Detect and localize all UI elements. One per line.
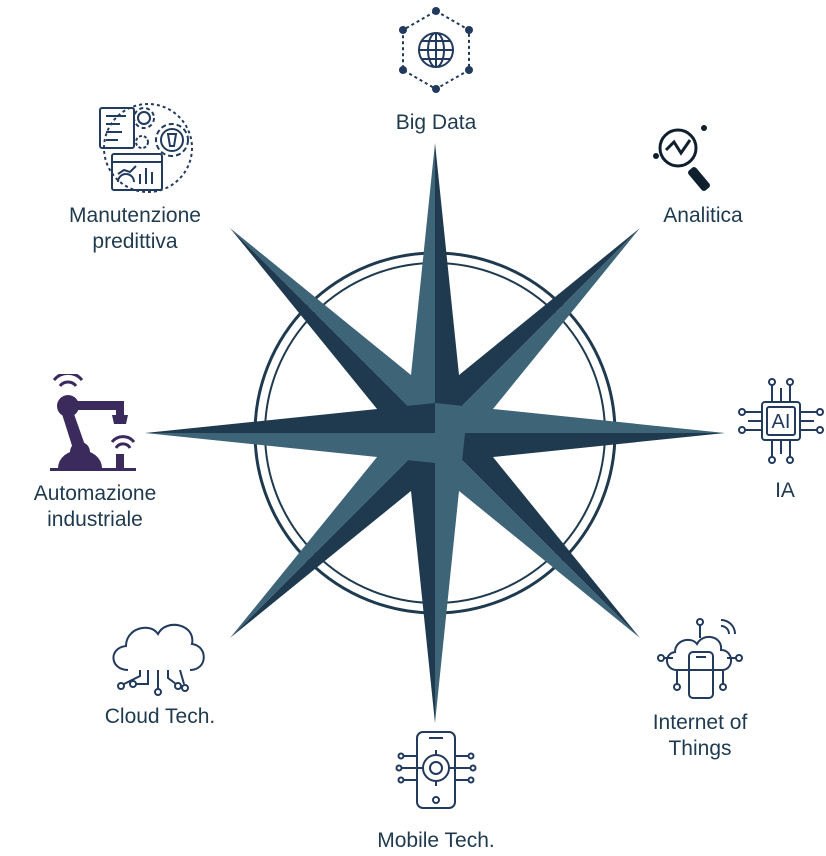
star-ray-ne-b — [413, 227, 641, 433]
star-ray-e-a — [435, 433, 725, 463]
compass-star — [145, 143, 725, 723]
star-ray-ne-a — [435, 227, 641, 455]
star-ray-s-a — [405, 433, 435, 723]
label-analitica-line-1: Analitica — [663, 204, 743, 227]
star-ray-se-a — [413, 433, 641, 639]
maintenance-dashboard-icon — [99, 103, 193, 193]
star-ray-w-a — [145, 403, 435, 433]
label-automazione-line-2: industriale — [47, 508, 143, 531]
ai-chip-icon: AI — [738, 378, 824, 464]
label-mobile-tech: Mobile Tech. — [356, 828, 516, 854]
star-ray-s-b — [435, 433, 465, 723]
label-iot-line-1: Internet of — [652, 711, 748, 734]
magnifier-chart-icon — [653, 125, 710, 191]
star-ray-nw-b — [229, 227, 435, 455]
star-ray-e-b — [435, 403, 725, 433]
label-automazione-line-1: Automazione — [33, 482, 157, 505]
ai-chip-text: AI — [772, 411, 791, 433]
star-ray-n-b — [405, 143, 435, 433]
star-ray-se-b — [435, 411, 641, 639]
robot-arm-icon — [50, 374, 136, 471]
label-big-data-line-1: Big Data — [395, 111, 477, 134]
star-ray-w-b — [145, 433, 435, 463]
star-ray-n-a — [435, 143, 465, 433]
label-iot-line-2: Things — [668, 737, 732, 760]
cloud-circuit-icon — [112, 624, 205, 696]
label-mobile-tech-line-1: Mobile Tech. — [377, 829, 495, 852]
phone-gear-icon — [395, 731, 477, 809]
label-big-data: Big Data — [386, 110, 486, 136]
star-ray-sw-b — [229, 433, 457, 639]
label-manutenzione-line-1: Manutenzione — [69, 204, 201, 227]
star-ray-nw-a — [229, 227, 457, 433]
label-analitica: Analitica — [648, 203, 758, 229]
cloud-phone-icon — [657, 618, 743, 699]
label-ia-line-1: IA — [775, 479, 795, 502]
star-ray-sw-a — [229, 411, 435, 639]
label-manutenzione-predittiva: Manutenzione predittiva — [40, 203, 230, 255]
label-internet-of-things: Internet of Things — [630, 710, 770, 762]
network-globe-icon — [399, 7, 473, 93]
label-automazione-industriale: Automazione industriale — [10, 481, 180, 533]
label-cloud-tech-line-1: Cloud Tech. — [104, 705, 216, 728]
label-cloud-tech: Cloud Tech. — [90, 704, 230, 730]
label-manutenzione-line-2: predittiva — [92, 230, 178, 253]
label-ia: IA — [760, 478, 810, 504]
